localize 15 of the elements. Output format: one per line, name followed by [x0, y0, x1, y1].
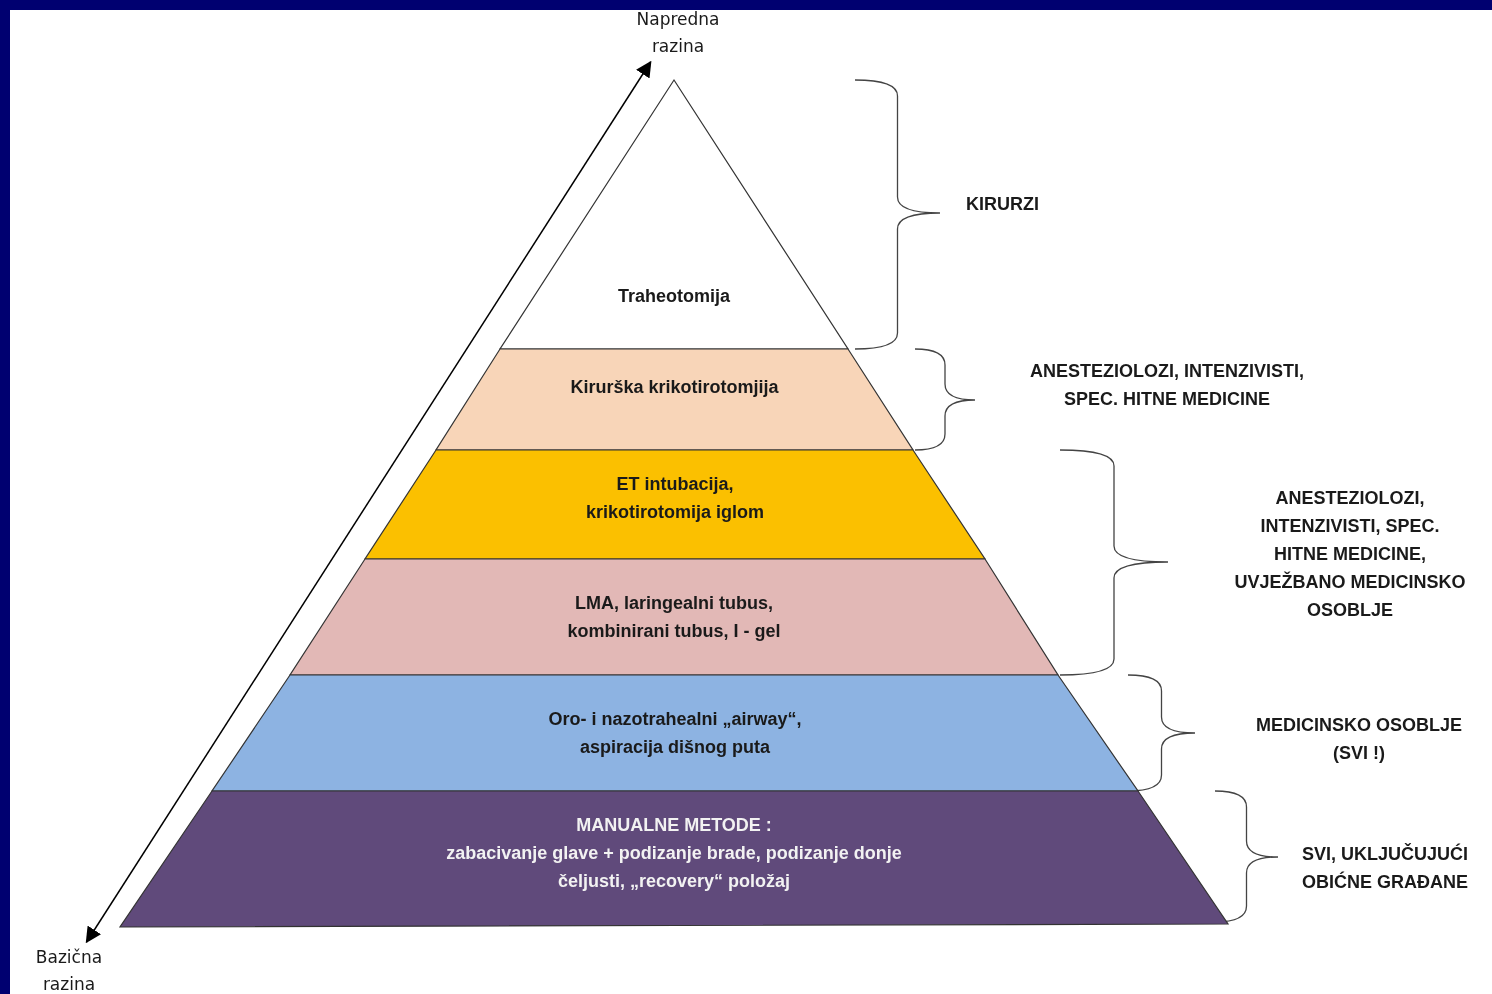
group-label: ANESTEZIOLOZI, INTENZIVISTI, SPEC. HITNE MEDICINE: [1029, 360, 1305, 411]
double-headed-arrow: [85, 60, 652, 944]
group-label: KIRURZI: [966, 193, 1040, 216]
level-label: Napredna razina: [635, 8, 721, 58]
layer-label: LMA, laringealni tubus, kombinirani tubus, I - gel: [566, 592, 782, 643]
layer-label: Traheotomija: [617, 285, 731, 308]
layer-label: Oro- i nazotrahealni „airway“, aspiracija dišnog puta: [547, 708, 803, 759]
group-label: ANESTEZIOLOZI, INTENZIVISTI, SPEC. HITNE MEDICINE, UVJEŽBANO MEDICINSKO OSOBLJE: [1233, 487, 1467, 622]
layer-label: MANUALNE METODE :: [575, 814, 773, 837]
level-label: Bazična razina: [34, 946, 104, 994]
group-label: SVI, UKLJUČUJUĆI OBIĆNE GRAĐANE: [1301, 842, 1469, 894]
layer-label: ET intubacija, krikotirotomija iglom: [585, 473, 765, 524]
layer-description: zabacivanje glave + podizanje brade, podizanje donje čeljusti, „recovery“ položaj: [445, 842, 903, 893]
layer-label: Kirurška krikotirotomjija: [569, 376, 780, 399]
group-label: MEDICINSKO OSOBLJE (SVI !): [1255, 714, 1463, 765]
